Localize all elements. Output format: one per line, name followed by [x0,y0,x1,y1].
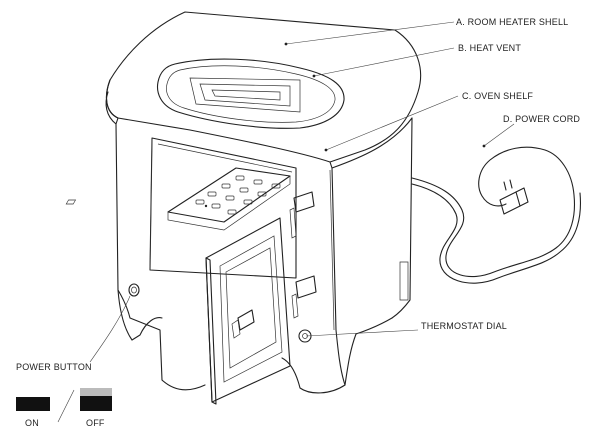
oven-shelf [65,167,291,231]
switch-off-icon [80,396,112,411]
label-heat-vent: B. HEAT VENT [458,43,521,53]
power-plug-icon [499,179,529,215]
switch-off-icon-top [80,388,112,396]
door-hinges [289,191,317,319]
legend-on-label: ON [25,418,39,428]
switch-on-icon [16,397,50,411]
label-thermostat-dial: THERMOSTAT DIAL [421,321,507,331]
oven-cavity [149,137,297,279]
label-oven-shelf: C. OVEN SHELF [462,91,533,101]
legend-off-label: OFF [86,418,105,428]
shelf-holes [65,175,281,215]
label-power-button: POWER BUTTON [16,362,92,372]
leader-lines [89,21,515,363]
label-power-cord: D. POWER CORD [503,114,580,124]
heat-vent [156,58,345,129]
oven-door [205,217,291,405]
heater-shell [105,11,422,394]
switch-legend: ON OFF [16,388,112,428]
power-cord [411,146,581,284]
label-room-heater-shell: A. ROOM HEATER SHELL [456,17,568,27]
power-button-knob [128,283,140,297]
